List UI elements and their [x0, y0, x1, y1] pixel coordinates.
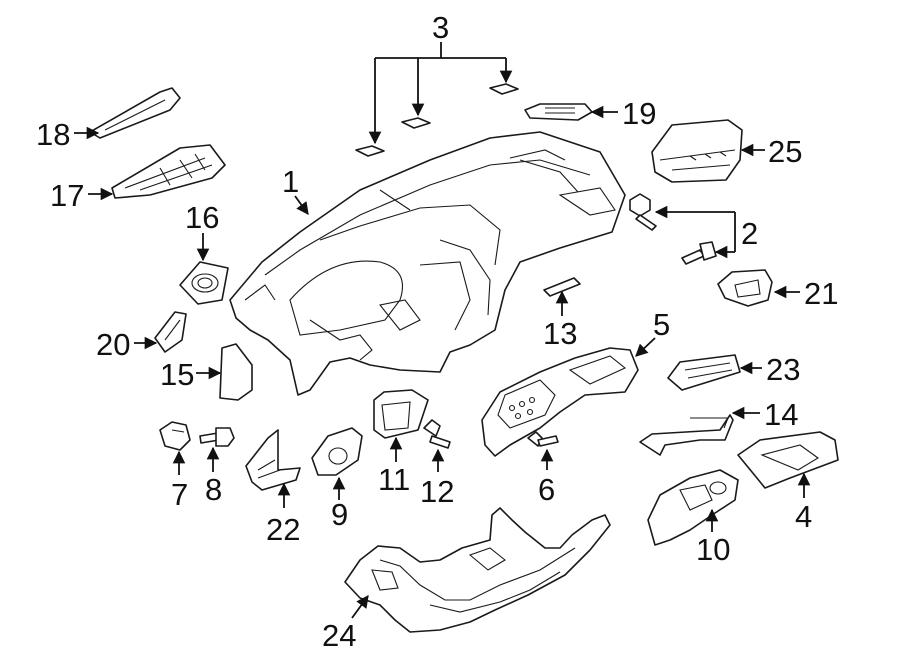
vent-trim-19-part: [524, 103, 593, 121]
switch-9-part: [311, 427, 363, 476]
callout-3: 3: [432, 10, 449, 45]
bracket-11-part: [373, 389, 429, 439]
trim-20-part: [154, 311, 187, 353]
callout-16: 16: [185, 200, 219, 235]
callout-4: 4: [795, 499, 812, 534]
callout-19: 19: [622, 96, 656, 131]
callout-24: 24: [322, 618, 356, 653]
trim-panel-4-part: [737, 431, 839, 489]
callout-1-leader: [294, 195, 309, 216]
callout-15: 15: [160, 357, 194, 392]
callout-17: 17: [50, 178, 84, 213]
callout-14: 14: [764, 397, 798, 432]
bracket-14-part: [639, 414, 734, 456]
clip-part: [355, 83, 519, 157]
under-panel-24-part: [344, 507, 611, 633]
end-cap-15-part: [219, 343, 253, 401]
callout-6: 6: [538, 472, 555, 507]
bracket-10-part: [647, 469, 739, 546]
callout-2: 2: [741, 216, 758, 251]
callout-7: 7: [171, 477, 188, 512]
callout-25: 25: [768, 134, 802, 169]
callout-22: 22: [266, 512, 300, 547]
callout-3-leader: [368, 42, 513, 145]
callout-18: 18: [36, 117, 70, 152]
callout-13: 13: [543, 316, 577, 351]
callout-24-leader: [351, 594, 369, 619]
callout-21: 21: [804, 276, 838, 311]
vent-21-part: [717, 269, 773, 307]
instrument-panel-part: [229, 131, 626, 396]
callout-5: 5: [653, 307, 670, 342]
speaker-grille-17-part: [111, 144, 226, 199]
airbag-module-part: [651, 119, 743, 183]
callout-1: 1: [282, 164, 299, 199]
clip-7-part: [159, 421, 191, 451]
callout-2-leader: [654, 205, 736, 259]
callout-5-leader: [635, 337, 656, 357]
cluster-bezel-part: [481, 347, 639, 457]
bolt-6-part: [527, 431, 559, 447]
callout-9: 9: [331, 497, 348, 532]
callout-20: 20: [96, 327, 130, 362]
callout-23: 23: [766, 352, 800, 387]
trim-22-part: [245, 429, 301, 491]
vent-23-part: [667, 354, 741, 391]
switch-bezel-16-part: [179, 261, 229, 305]
trim-18-part: [89, 87, 181, 139]
callout-8: 8: [205, 472, 222, 507]
callout-11: 11: [378, 462, 410, 497]
callout-12: 12: [420, 474, 454, 509]
screw-8-part: [199, 427, 235, 447]
label-13-part: [543, 277, 581, 297]
callout-10: 10: [696, 532, 730, 567]
bolt-12-part: [423, 419, 451, 449]
bolt-part: [629, 193, 717, 265]
